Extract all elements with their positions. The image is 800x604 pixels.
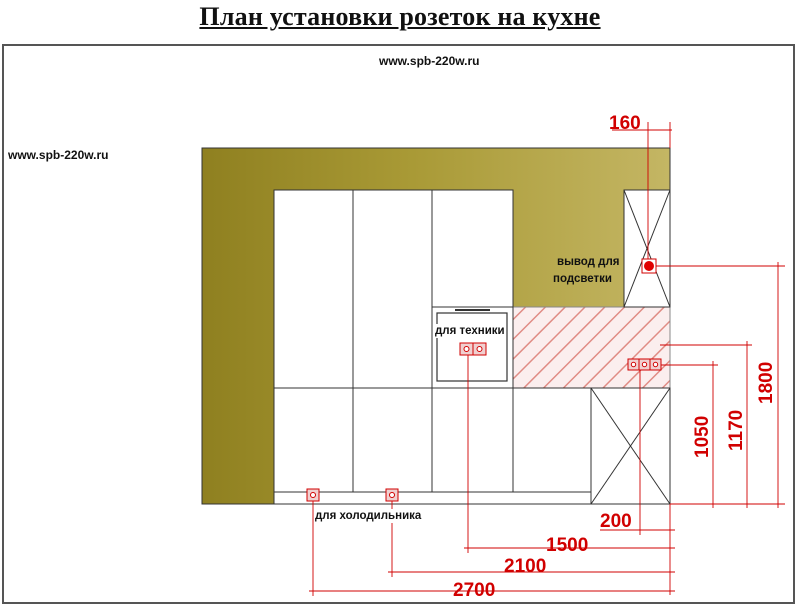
dim-2700: 2700 (453, 580, 495, 600)
oven (436, 309, 508, 382)
label-backlight-line2: подсветки (553, 273, 612, 285)
dim-160: 160 (609, 113, 641, 134)
watermark-left: www.spb-220w.ru (8, 148, 109, 162)
socket-worktop (627, 358, 662, 371)
socket-fridge-1 (306, 488, 320, 502)
lower-corner-cabinet (590, 387, 671, 505)
dim-2100: 2100 (504, 556, 546, 577)
socket-backlight (641, 258, 657, 274)
dim-200: 200 (600, 511, 632, 532)
watermark-top: www.spb-220w.ru (379, 54, 480, 68)
upper-corner-cabinet (623, 189, 671, 308)
floor-strip (273, 491, 592, 505)
label-appliances: для техники (434, 324, 506, 338)
dim-1500: 1500 (546, 535, 588, 556)
dim-1170: 1170 (726, 410, 747, 451)
socket-fridge-2 (385, 488, 399, 502)
page-title: План установки розеток на кухне (199, 2, 601, 31)
label-backlight-line1: вывод для (557, 256, 620, 268)
label-fridge: для холодильника (314, 509, 423, 523)
backsplash (512, 306, 671, 389)
dim-1050: 1050 (692, 416, 713, 458)
socket-appliances (459, 342, 487, 356)
tall-cabinets (273, 189, 592, 493)
dim-1800: 1800 (756, 362, 777, 404)
